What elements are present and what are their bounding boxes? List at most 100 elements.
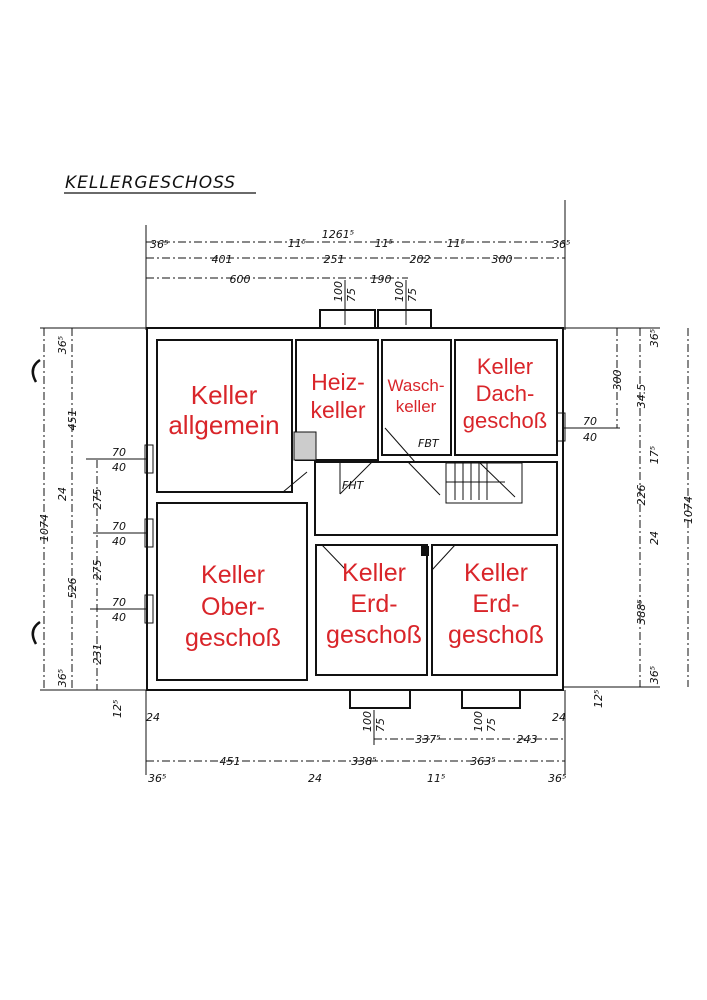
dim-top: 600 xyxy=(230,273,251,286)
dim-top: 401 xyxy=(212,253,233,266)
dim-window: 70 xyxy=(583,415,597,428)
corridor xyxy=(314,461,558,536)
dim-bottom: 11⁵ xyxy=(427,772,445,785)
dim-well: 75 xyxy=(345,288,358,302)
dim-left: 231 xyxy=(91,644,104,665)
room-label: Keller xyxy=(201,561,265,589)
room-label: Erd- xyxy=(472,590,519,618)
dim-right: 36⁵ xyxy=(648,666,661,684)
dim-right-total: 1074 xyxy=(682,496,695,524)
right-dimensions: 300 70 40 36⁵ 34.5 17⁵ 226 24 388⁵ 36⁵ 1… xyxy=(552,327,695,724)
room-waschkeller xyxy=(381,339,452,456)
building-walls xyxy=(144,309,566,709)
room-keller-obergeschoss xyxy=(156,502,308,681)
label-fbt: FBT xyxy=(418,437,440,450)
dim-top: 36⁵ xyxy=(150,238,168,251)
dim-bottom: 24 xyxy=(308,772,322,785)
room-keller-erdgeschoss-2 xyxy=(431,544,558,676)
dim-well: 100 xyxy=(393,281,406,302)
dim-bottom: 363⁵ xyxy=(470,755,495,768)
punch-hole-mark xyxy=(31,358,41,383)
dim-left: 526 xyxy=(66,578,79,599)
dim-well: 100 xyxy=(472,711,485,732)
top-dimensions: 1261⁵ 36⁵ 401 11⁵ 251 11⁵ 202 11⁵ 300 36… xyxy=(145,200,570,330)
dim-top: 190 xyxy=(371,273,392,286)
room-labels: Keller allgemein Heiz- keller Wasch- kel… xyxy=(168,354,547,652)
dim-top: 11⁵ xyxy=(447,237,465,250)
dim-window: 70 xyxy=(112,596,126,609)
dim-bottom: 338⁵ xyxy=(351,755,376,768)
room-label: Keller xyxy=(464,559,528,587)
room-label: geschoß xyxy=(185,624,281,652)
dim-window: 70 xyxy=(112,446,126,459)
dim-bottom: 36⁵ xyxy=(148,772,166,785)
chimney xyxy=(293,431,317,461)
room-keller-erdgeschoss-1 xyxy=(315,544,428,676)
dim-left-total: 1074 xyxy=(38,514,51,542)
dim-well: 100 xyxy=(332,281,345,302)
dim-well: 75 xyxy=(406,288,419,302)
dim-top: 11⁵ xyxy=(288,237,306,250)
room-keller-dachgeschoss xyxy=(454,339,558,456)
dim-top-total: 1261⁵ xyxy=(322,228,354,241)
dim-left: 24 xyxy=(56,487,69,501)
dim-top: 300 xyxy=(492,253,513,266)
dim-well: 75 xyxy=(374,718,387,732)
room-label: geschoß xyxy=(463,408,547,433)
dim-left-offset: 12⁵ xyxy=(111,700,124,718)
dim-left: 451 xyxy=(66,410,79,431)
dim-left: 275 xyxy=(91,560,104,581)
room-label: Keller xyxy=(191,380,258,410)
dim-window: 40 xyxy=(583,431,597,444)
dim-left: 36⁵ xyxy=(56,336,69,354)
dim-left: 275 xyxy=(91,489,104,510)
room-label: Erd- xyxy=(350,590,397,618)
dim-right-wall: 24 xyxy=(552,711,566,724)
plan-title: KELLERGESCHOSS xyxy=(65,173,236,193)
rooms: FHT FBT xyxy=(156,339,558,681)
dim-right: 34.5 xyxy=(635,384,648,409)
room-label: allgemein xyxy=(168,410,279,440)
dim-bottom: 36⁵ xyxy=(548,772,566,785)
dim-right: 17⁵ xyxy=(648,446,661,464)
dim-right: 300 xyxy=(611,370,624,391)
dim-top: 202 xyxy=(410,253,431,266)
room-label: Dach- xyxy=(476,381,535,406)
dim-top: 251 xyxy=(324,253,345,266)
dim-window: 40 xyxy=(112,461,126,474)
room-label: Keller xyxy=(477,354,533,379)
dim-well: 75 xyxy=(485,718,498,732)
dim-well: 100 xyxy=(361,711,374,732)
room-label: Wasch- xyxy=(388,376,445,395)
dim-window: 40 xyxy=(112,611,126,624)
dim-right: 388⁵ xyxy=(635,599,648,624)
room-label: keller xyxy=(396,397,437,416)
dim-window: 70 xyxy=(112,520,126,533)
dim-right-offset: 12⁵ xyxy=(592,690,605,708)
dim-right: 36⁵ xyxy=(648,329,661,347)
dim-bottom: 337⁵ xyxy=(415,733,440,746)
dim-left-wall: 24 xyxy=(146,711,160,724)
dim-bottom: 243 xyxy=(517,733,538,746)
room-label: Ober- xyxy=(201,593,265,621)
dim-left: 36⁵ xyxy=(56,669,69,687)
room-heizkeller xyxy=(295,339,379,461)
bottom-dimensions: 100 75 100 75 337⁵ 243 451 338⁵ 363⁵ 36⁵… xyxy=(145,690,566,785)
label-fht: FHT xyxy=(342,479,365,492)
room-label: geschoß xyxy=(448,621,544,649)
dim-right: 24 xyxy=(648,531,661,545)
room-label: keller xyxy=(311,397,366,423)
room-keller-allgemein xyxy=(156,339,293,493)
room-label: geschoß xyxy=(326,621,422,649)
dim-top: 36⁵ xyxy=(552,238,570,251)
left-dimensions: 1074 36⁵ 451 24 526 36⁵ 275 275 231 70 4… xyxy=(38,327,160,724)
room-label: Keller xyxy=(342,559,406,587)
chimney-small xyxy=(421,546,429,556)
dim-bottom: 451 xyxy=(220,755,241,768)
room-label: Heiz- xyxy=(311,369,365,395)
dim-right: 226 xyxy=(635,485,648,506)
punch-hole-mark xyxy=(31,620,41,645)
dim-top: 11⁵ xyxy=(375,237,393,250)
staircase xyxy=(445,462,523,504)
